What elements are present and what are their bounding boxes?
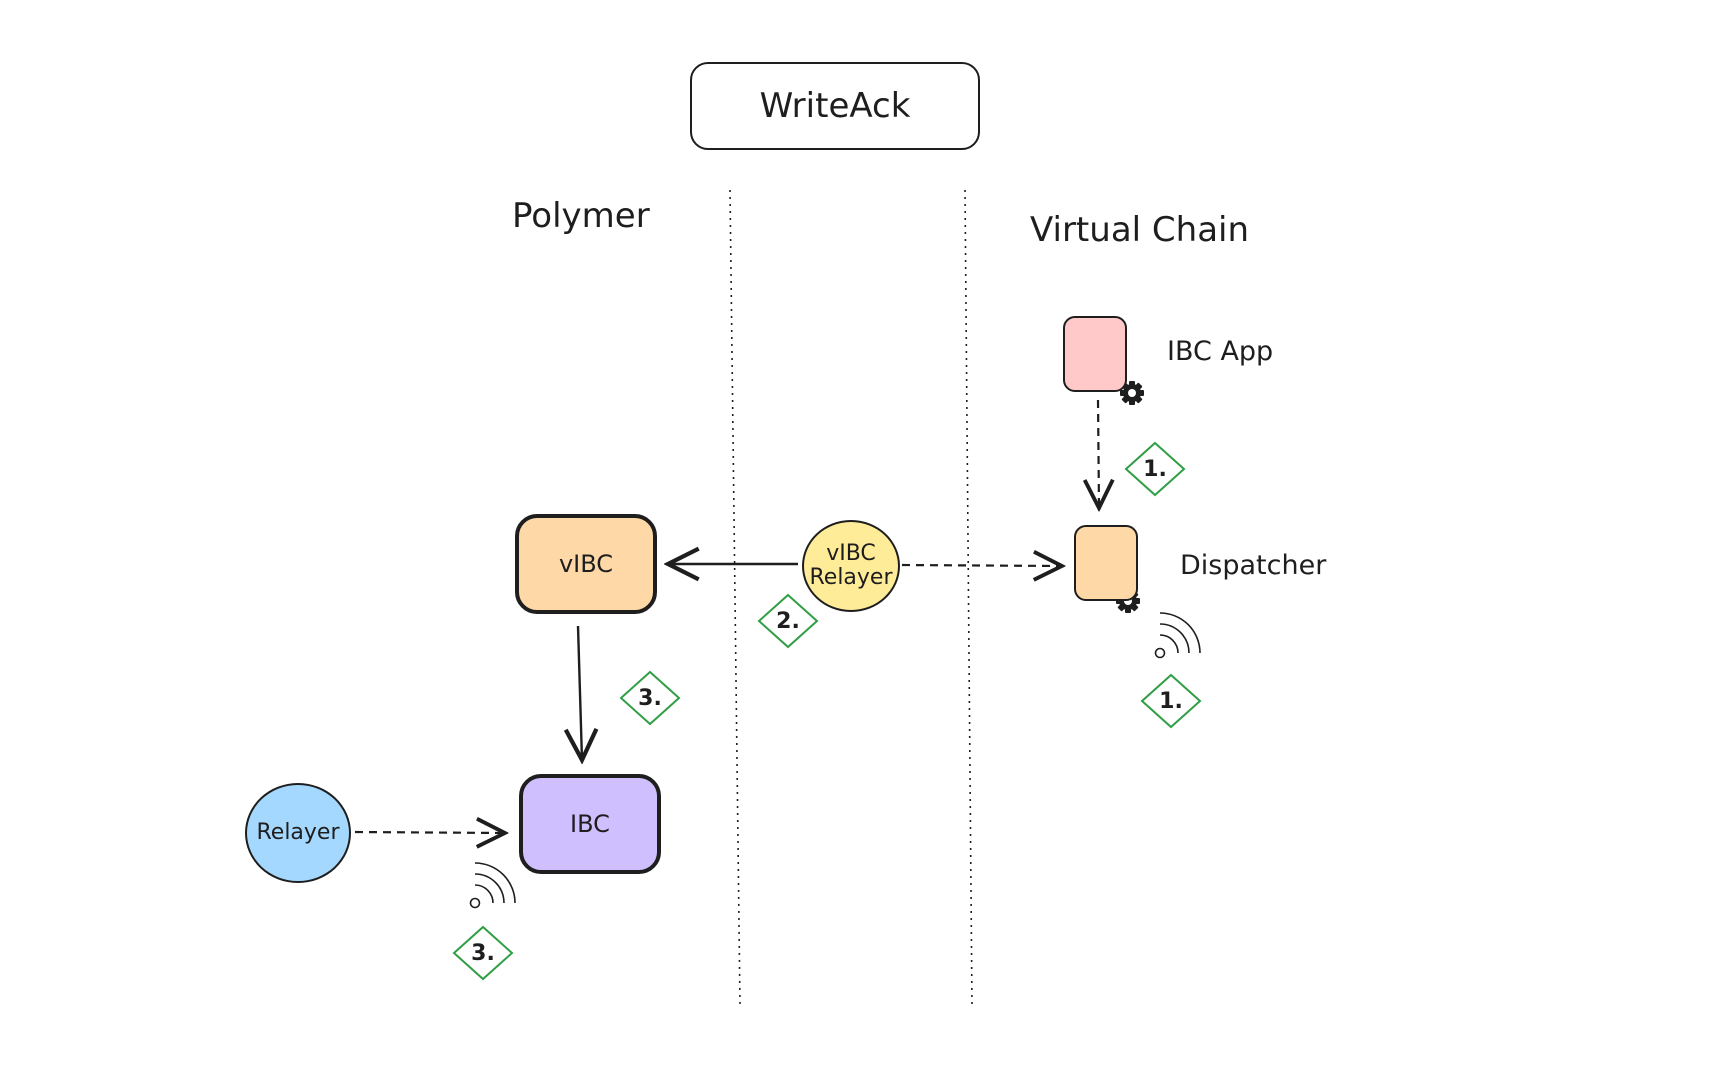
arrow-relayer-to-dispatcher xyxy=(901,565,1062,566)
step-badge-label: 1. xyxy=(1159,688,1183,714)
step-badge-label: 3. xyxy=(638,685,662,711)
broadcast-icon xyxy=(1154,612,1201,659)
ibc-app-label: IBC App xyxy=(1167,336,1274,367)
diagram-title: WriteAck xyxy=(690,62,980,150)
broadcast-icon xyxy=(469,862,516,909)
arrow-relayer-to-ibc xyxy=(354,832,505,833)
column-label-polymer: Polymer xyxy=(512,196,650,236)
step-badge-diamond xyxy=(452,925,514,981)
step-badge-label: 2. xyxy=(776,608,800,634)
arrow-app-to-dispatcher xyxy=(1098,399,1099,508)
step-badge-diamond xyxy=(757,593,819,649)
step-badge-diamond xyxy=(1124,441,1186,497)
vibc-node: vIBC xyxy=(515,514,657,614)
separator-right xyxy=(964,189,973,1006)
dispatcher-label: Dispatcher xyxy=(1180,550,1327,581)
step-badge-label: 3. xyxy=(471,940,495,966)
dispatcher-node xyxy=(1074,525,1138,601)
column-label-virtual-chain: Virtual Chain xyxy=(1030,210,1250,250)
relayer-node: Relayer xyxy=(245,783,351,883)
separator-left xyxy=(729,189,741,1006)
vibc-relayer-node: vIBC Relayer xyxy=(802,520,900,612)
ibc-app-node xyxy=(1063,316,1127,392)
step-badge-diamond xyxy=(1140,673,1202,729)
step-badge-diamond xyxy=(619,670,681,726)
vibc-relayer-label-line1: vIBC xyxy=(826,540,876,566)
gear-icon xyxy=(1119,380,1145,406)
arrow-vibc-to-ibc xyxy=(578,625,582,760)
ibc-node: IBC xyxy=(519,774,661,874)
step-badge-label: 1. xyxy=(1143,456,1167,482)
vibc-relayer-label-line2: Relayer xyxy=(809,565,893,590)
